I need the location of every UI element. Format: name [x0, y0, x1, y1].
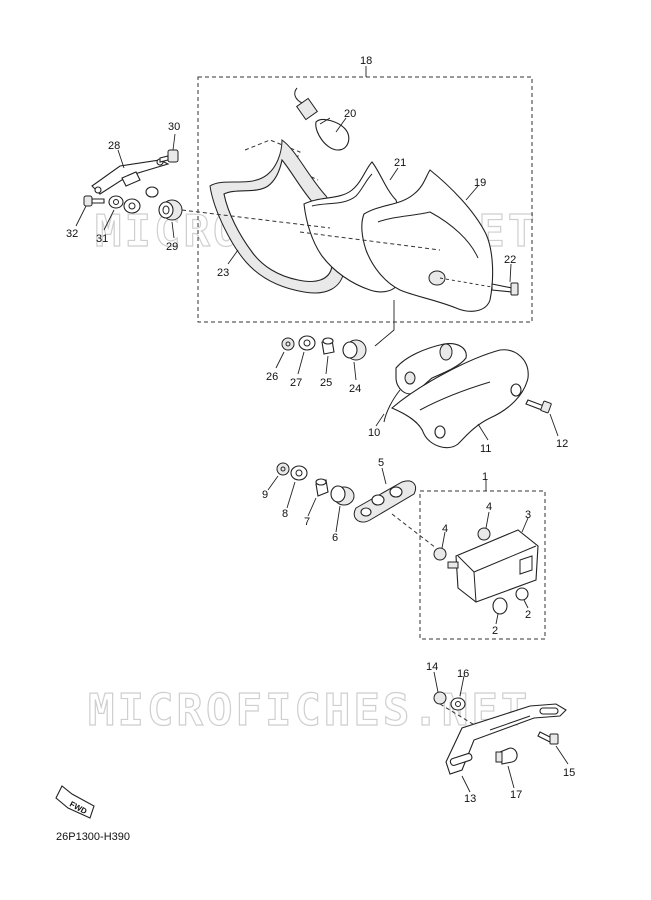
diagram-code: 26P1300-H390	[56, 831, 130, 843]
part-4-nut-right[interactable]	[477, 527, 491, 541]
part-10-lamp-socket-cord[interactable]	[383, 343, 467, 423]
part-26-nut[interactable]	[281, 337, 295, 351]
part-32-bolt[interactable]	[83, 195, 105, 207]
callout-20[interactable]: 20	[344, 108, 356, 120]
part-3-license-lamp[interactable]	[447, 529, 539, 603]
part-15-screw[interactable]	[537, 731, 559, 745]
callout-25[interactable]: 25	[320, 377, 332, 389]
part-16-washer[interactable]	[450, 697, 466, 711]
watermark-bottom: MICROFICHES.NET	[88, 685, 530, 736]
callout-24[interactable]: 24	[349, 383, 361, 395]
callout-8[interactable]: 8	[282, 508, 288, 520]
callout-23[interactable]: 23	[217, 267, 229, 279]
part-4-nut-left[interactable]	[433, 547, 447, 561]
callout-6[interactable]: 6	[332, 532, 338, 544]
callout-7[interactable]: 7	[304, 516, 310, 528]
callout-22[interactable]: 22	[504, 254, 516, 266]
callout-32[interactable]: 32	[66, 228, 78, 240]
assembly-1-boundary	[419, 490, 546, 640]
part-11-housing[interactable]	[390, 349, 529, 449]
callout-4-left[interactable]: 4	[442, 523, 448, 535]
part-6-grommet[interactable]	[330, 485, 355, 506]
part-19-lens-cover[interactable]	[361, 169, 494, 312]
callout-30[interactable]: 30	[168, 121, 180, 133]
callout-21[interactable]: 21	[394, 157, 406, 169]
callout-4-right[interactable]: 4	[486, 501, 492, 513]
callout-1[interactable]: 1	[482, 471, 488, 483]
part-2-bulb-right[interactable]	[515, 587, 529, 601]
part-2-bulb-left[interactable]	[492, 597, 508, 615]
callout-29[interactable]: 29	[166, 241, 178, 253]
part-25-collar[interactable]	[321, 337, 335, 355]
callout-12[interactable]: 12	[556, 438, 568, 450]
part-9-nut[interactable]	[276, 462, 290, 476]
callout-17[interactable]: 17	[510, 789, 522, 801]
part-27-washer[interactable]	[298, 335, 316, 351]
callout-11[interactable]: 11	[480, 443, 491, 455]
part-29-grommet[interactable]	[145, 186, 183, 221]
assembly-18-boundary	[197, 76, 533, 323]
part-28-bracket[interactable]	[91, 158, 170, 195]
callout-10[interactable]: 10	[368, 427, 380, 439]
fwd-arrow-icon: FWD	[55, 785, 95, 819]
part-14-nut[interactable]	[433, 691, 447, 705]
callout-5[interactable]: 5	[378, 457, 384, 469]
part-13-license-bracket[interactable]	[445, 703, 567, 775]
callout-31[interactable]: 31	[96, 233, 108, 245]
callout-13[interactable]: 13	[464, 793, 476, 805]
part-17-bulb[interactable]	[495, 747, 518, 765]
part-24-grommet[interactable]	[342, 339, 367, 361]
part-5-gasket[interactable]	[353, 480, 416, 523]
callout-labels: 18 20 21 19 22 23 30 28 32 31 29 26 27 2…	[66, 55, 575, 805]
callout-18[interactable]: 18	[360, 55, 372, 67]
callout-16[interactable]: 16	[457, 668, 469, 680]
part-31-washer[interactable]	[108, 195, 141, 214]
part-30-bolt[interactable]	[159, 149, 179, 163]
callout-27[interactable]: 27	[290, 377, 302, 389]
callout-3[interactable]: 3	[525, 509, 531, 521]
callout-9[interactable]: 9	[262, 489, 268, 501]
callout-14[interactable]: 14	[426, 661, 438, 673]
callout-15[interactable]: 15	[563, 767, 575, 779]
part-8-washer[interactable]	[290, 465, 308, 481]
callout-2-right[interactable]: 2	[525, 609, 531, 621]
callout-2-left[interactable]: 2	[492, 625, 498, 637]
callout-26[interactable]: 26	[266, 371, 278, 383]
part-7-collar[interactable]	[315, 478, 329, 497]
part-22-screw[interactable]	[491, 282, 519, 296]
part-20-bulb[interactable]	[294, 87, 350, 151]
callout-28[interactable]: 28	[108, 140, 120, 152]
callout-19[interactable]: 19	[474, 177, 486, 189]
part-12-screw[interactable]	[525, 399, 552, 414]
